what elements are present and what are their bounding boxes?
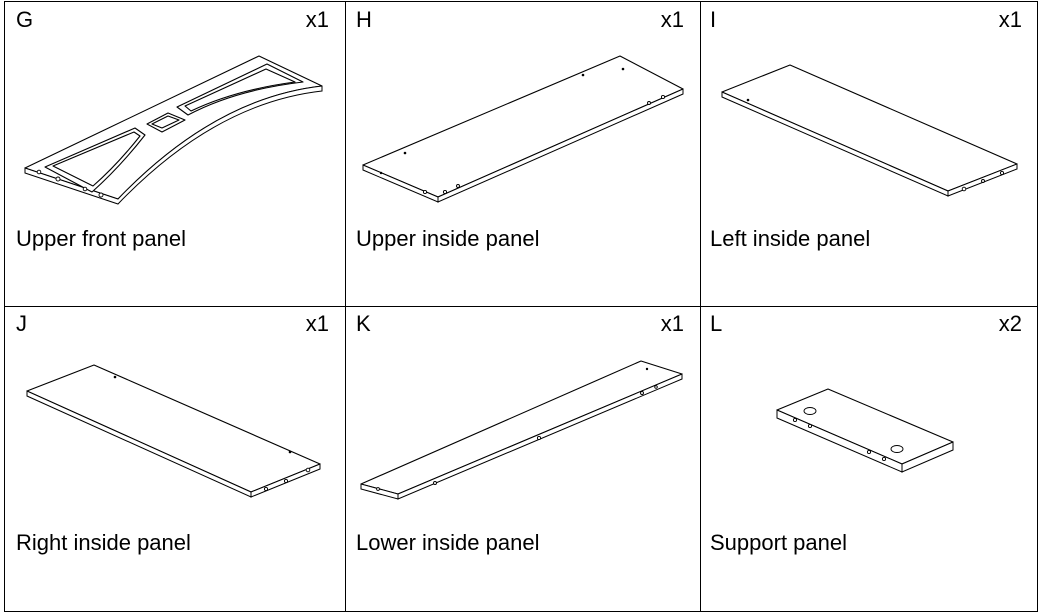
part-name: Upper inside panel bbox=[356, 226, 540, 251]
right-inside-panel-drawing bbox=[26, 364, 321, 498]
part-name: Upper front panel bbox=[16, 226, 186, 251]
part-quantity: x1 bbox=[305, 311, 329, 336]
row-divider bbox=[5, 306, 1037, 307]
part-quantity: x1 bbox=[305, 7, 329, 32]
support-panel-drawing bbox=[776, 388, 954, 473]
part-letter: I bbox=[710, 7, 717, 32]
part-quantity: x1 bbox=[660, 311, 684, 336]
upper-front-panel-drawing bbox=[24, 55, 323, 205]
parts-table bbox=[4, 1, 1038, 612]
part-cell-j: J x1 Right inside panel bbox=[5, 307, 345, 611]
column-divider bbox=[345, 1, 346, 611]
upper-inside-panel-drawing bbox=[362, 55, 684, 203]
part-name: Support panel bbox=[710, 530, 847, 555]
part-letter: H bbox=[356, 7, 372, 32]
part-name: Lower inside panel bbox=[356, 530, 540, 555]
part-cell-g: G x1 Upper front panel bbox=[5, 2, 345, 306]
table-top-border bbox=[5, 1, 1037, 2]
part-letter: L bbox=[710, 311, 723, 336]
part-letter: G bbox=[16, 7, 34, 32]
part-cell-l: L x2 Support panel bbox=[700, 307, 1038, 611]
lower-inside-panel-drawing bbox=[360, 360, 683, 500]
part-name: Right inside panel bbox=[16, 530, 191, 555]
part-cell-k: K x1 Lower inside panel bbox=[345, 307, 700, 611]
part-letter: J bbox=[16, 311, 27, 336]
part-quantity: x1 bbox=[998, 7, 1022, 32]
part-quantity: x2 bbox=[998, 311, 1022, 336]
part-quantity: x1 bbox=[660, 7, 684, 32]
part-letter: K bbox=[356, 311, 371, 336]
part-cell-i: I x1 Left inside panel bbox=[700, 2, 1038, 306]
column-divider bbox=[700, 1, 701, 611]
part-cell-h: H x1 Upper inside panel bbox=[345, 2, 700, 306]
part-name: Left inside panel bbox=[710, 226, 871, 251]
left-inside-panel-drawing bbox=[721, 64, 1018, 197]
